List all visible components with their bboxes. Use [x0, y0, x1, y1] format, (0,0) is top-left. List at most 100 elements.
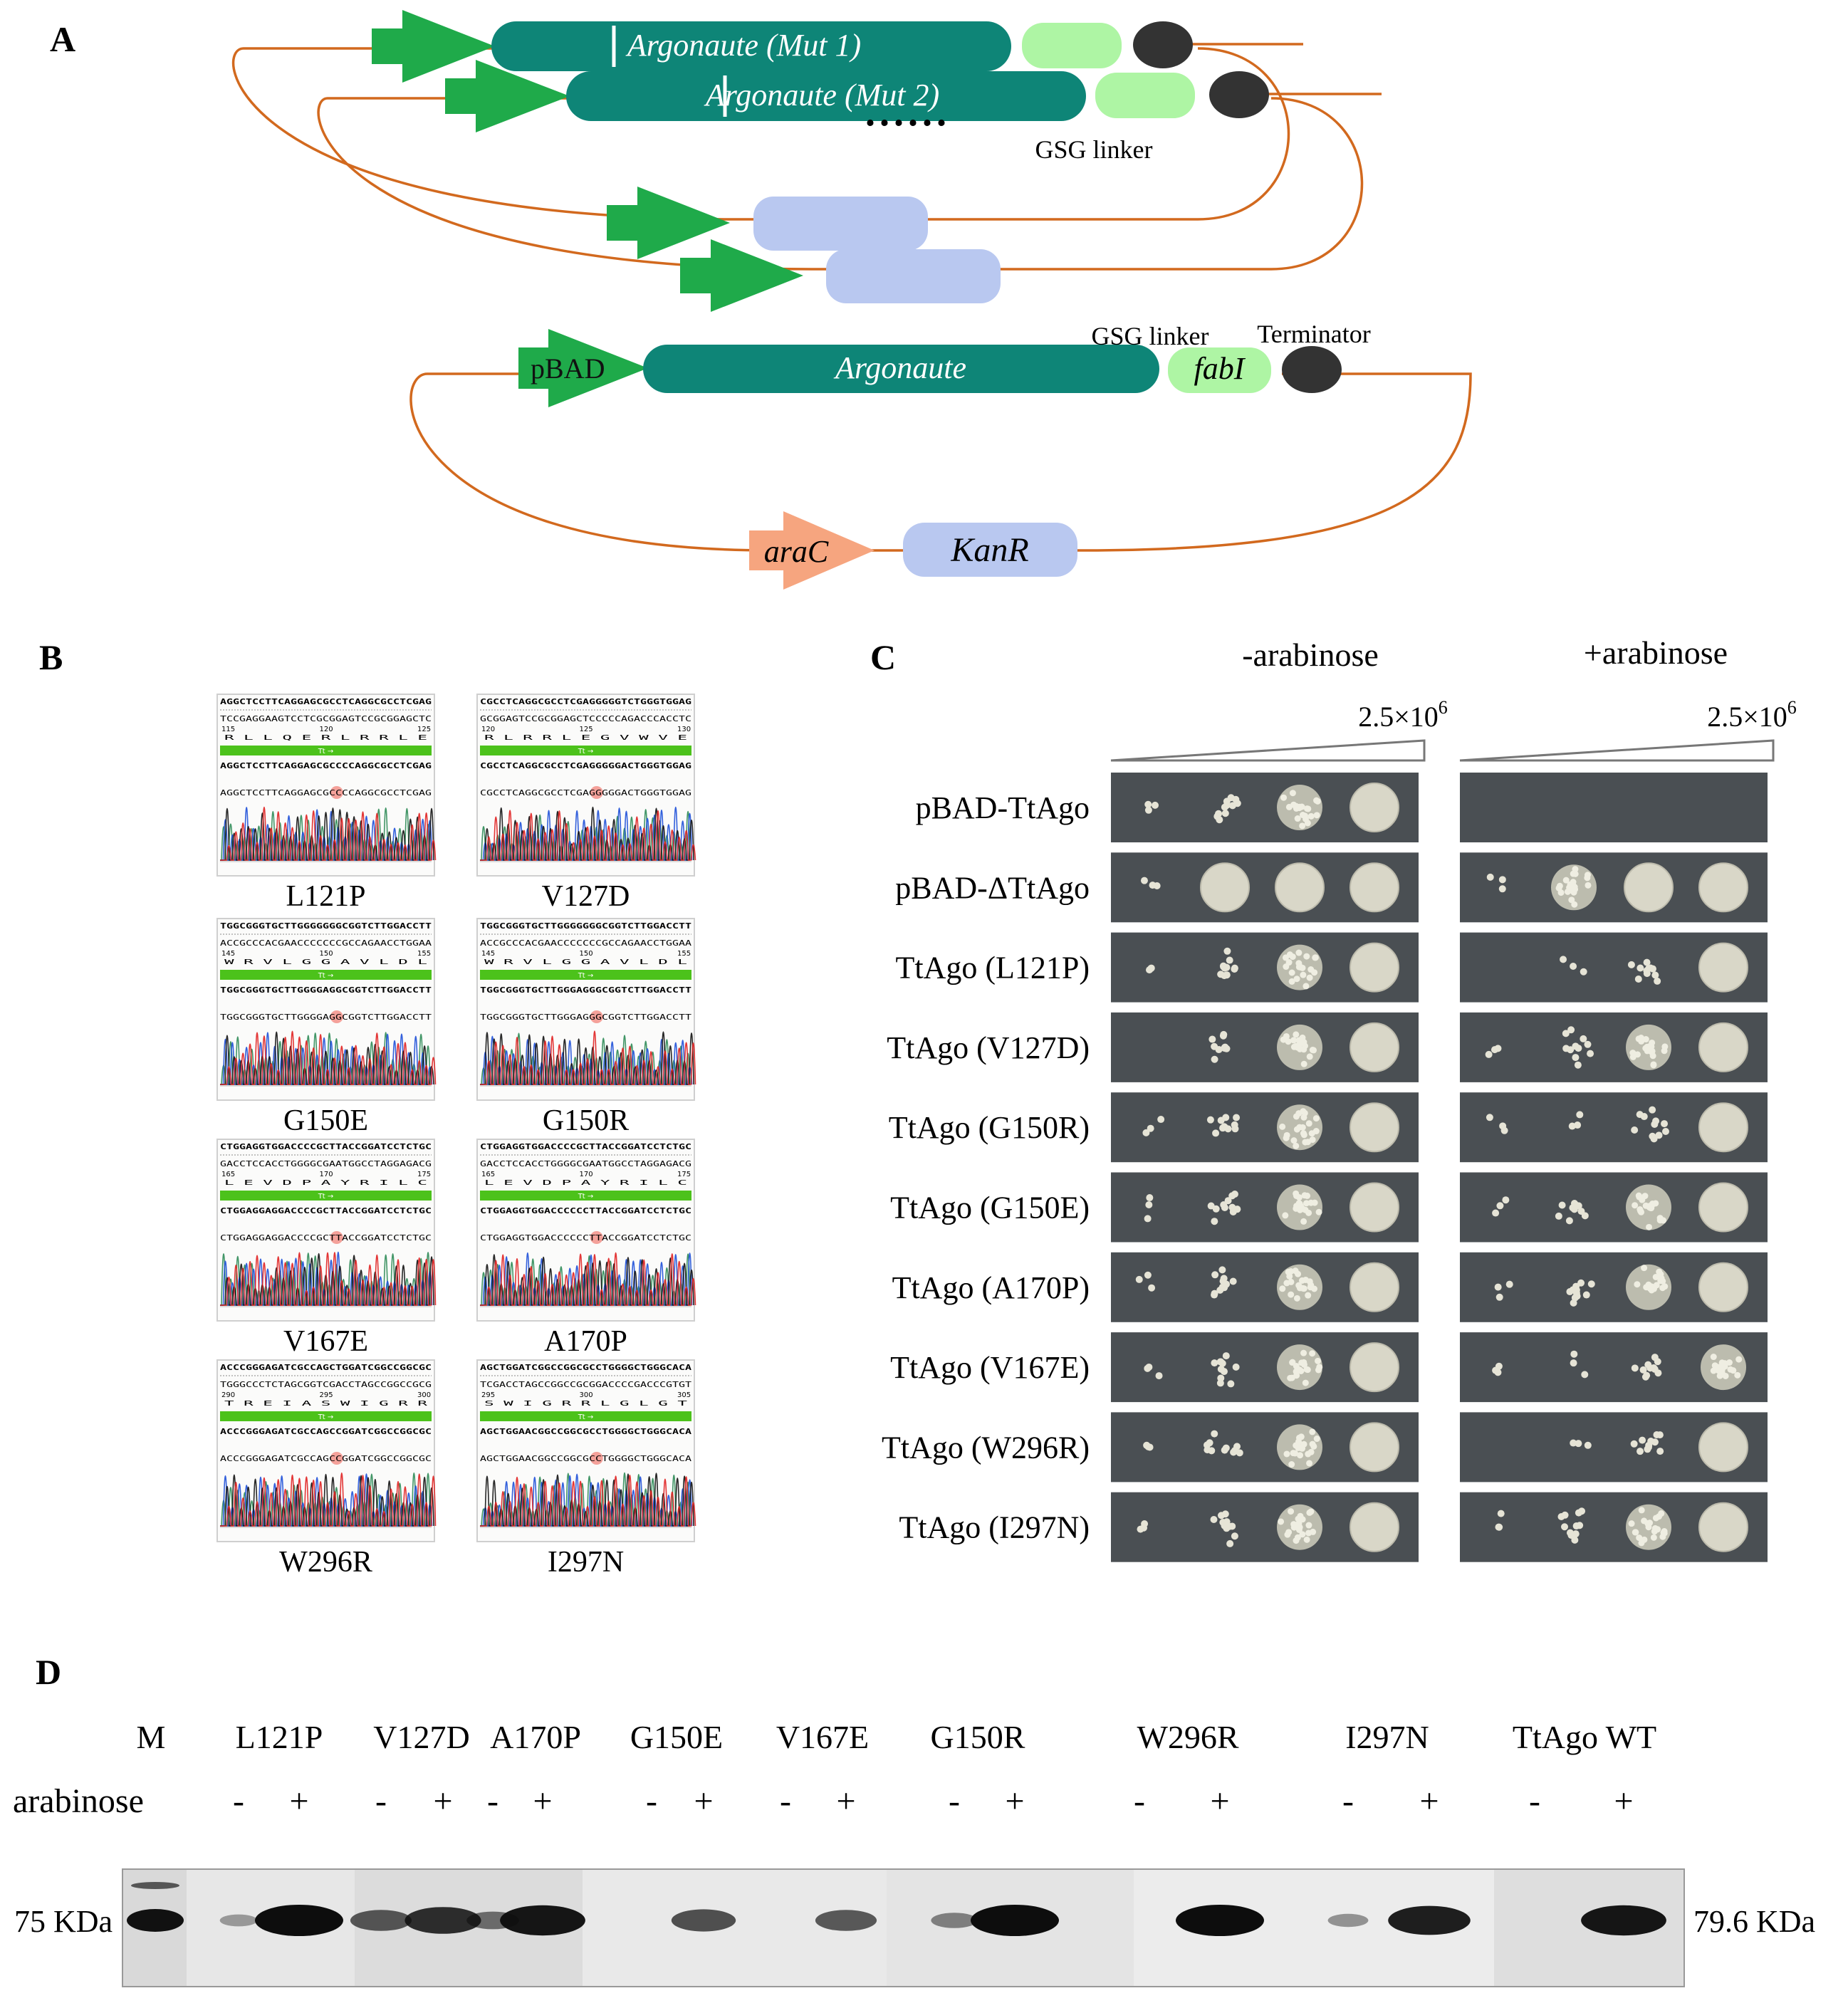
colony [1661, 1120, 1669, 1128]
colony [1636, 1448, 1644, 1455]
spot-lawn [1698, 942, 1748, 993]
colony [1300, 1218, 1307, 1225]
mutation-highlight [590, 786, 603, 799]
lane-plus-sign: + [289, 1782, 308, 1820]
colony [1492, 1366, 1500, 1374]
position-number: 120 [320, 726, 333, 733]
mutation-highlight [590, 1452, 603, 1465]
trace-line [480, 1252, 696, 1306]
colony [1656, 1448, 1664, 1455]
arac-pad [749, 530, 792, 570]
protein-band [931, 1913, 978, 1928]
construct-mut1: Argonaute (Mut 1) [372, 10, 1193, 83]
colony [1290, 1450, 1297, 1457]
colony [1219, 1032, 1227, 1040]
western-blot [122, 1868, 1685, 1987]
spot-lawn [1350, 1102, 1399, 1153]
colony [1217, 971, 1225, 978]
strain-label: pBAD-ΔTtAgo [895, 870, 1090, 905]
colony [1216, 816, 1223, 824]
spot-lawn [1698, 1502, 1748, 1552]
strain-label: TtAgo (G150E) [890, 1191, 1090, 1225]
ref-sequence: TGGCGGGTGCTTGGGGGGGCGGTCTTGGACCTT [480, 921, 692, 931]
amino-acids: L E V D P A Y R I L C [224, 1179, 427, 1187]
colony [1147, 1124, 1154, 1132]
feature-bar-label: Tt → [578, 972, 594, 980]
colony [1211, 1359, 1218, 1367]
colony [1647, 1438, 1655, 1445]
colony [1485, 1050, 1493, 1058]
chromatogram: CGCCTCAGGCGCCTCGAGGGGGTCTGGGTGGAGGCGGAGT… [476, 694, 696, 877]
position-number: 165 [221, 1171, 235, 1178]
kanr-block-2 [826, 249, 1001, 303]
colony [1730, 1367, 1737, 1374]
colony [1654, 1358, 1661, 1366]
colony [1306, 1460, 1313, 1467]
spot-lawn [1350, 1182, 1399, 1233]
colony [1211, 1430, 1218, 1438]
colony [1491, 1046, 1498, 1054]
colony [1306, 974, 1313, 981]
colony [1643, 1371, 1651, 1379]
kanr-block-1 [753, 197, 928, 251]
colony [1498, 876, 1506, 884]
backbone-features-upper [607, 187, 1001, 312]
position-number: 300 [580, 1391, 593, 1399]
read-sequence-2: CTGGAGGAGGACCCCGCTTACCGGATCCTCTGC [220, 1233, 432, 1243]
colony [1293, 1295, 1300, 1302]
colony [1283, 1032, 1290, 1040]
panel-label-a: A [50, 19, 75, 59]
colony [1652, 1117, 1660, 1125]
colony [1298, 1277, 1305, 1284]
trace-line [480, 1031, 694, 1085]
colony [1299, 1124, 1306, 1131]
mutation-highlight [330, 1231, 343, 1244]
colony [1572, 870, 1579, 877]
feature-bar [480, 746, 691, 755]
position-number: 170 [320, 1171, 333, 1178]
plate-minus [1111, 1172, 1419, 1243]
plate-plus [1460, 1092, 1768, 1163]
protein-band [1388, 1905, 1471, 1935]
complement-sequence: ACCGCCCACGAACCCCCCCGCCAGAACCTGGAA [480, 938, 692, 948]
dilution-wedge-minus [1110, 739, 1426, 762]
colony [1649, 1106, 1656, 1114]
colony [1314, 797, 1321, 805]
lane-group-label: G150E [630, 1719, 723, 1755]
colony [1644, 1361, 1652, 1369]
plate-plus [1460, 1172, 1768, 1243]
colony [1570, 885, 1577, 892]
position-number: 300 [417, 1391, 431, 1399]
argonaute-gene [643, 345, 1159, 393]
colony [1636, 964, 1644, 972]
colony [1300, 1114, 1307, 1121]
spot-lawn [1350, 942, 1399, 993]
colony [1298, 1359, 1305, 1366]
spot-lawn [1350, 862, 1399, 913]
colony [1221, 1124, 1228, 1131]
read-sequence-2: CGCCTCAGGCGCCTCGAGGGGGACTGGGTGGAG [480, 788, 691, 797]
colony [1288, 1278, 1295, 1285]
colony [1572, 1530, 1580, 1538]
plate-minus [1111, 773, 1419, 842]
position-number: 170 [580, 1171, 593, 1178]
protein-band [1327, 1913, 1369, 1928]
spot-lawn [1698, 1102, 1748, 1153]
colony [1288, 978, 1295, 985]
read-sequence: CTGGAGGAGGACCCCGCTTACCGGATCCTCTGC [220, 1206, 432, 1215]
terminator-label: Terminator [1257, 320, 1370, 348]
gene-mut2 [566, 71, 1086, 121]
strain-label: pBAD-TtAgo [916, 790, 1090, 825]
protein-band [671, 1909, 736, 1932]
colony [1233, 1114, 1241, 1121]
colony [1135, 1275, 1143, 1283]
colony [1212, 1129, 1220, 1137]
colony [1650, 1062, 1657, 1069]
colony [1303, 953, 1310, 960]
lane-group-label: W296R [1137, 1719, 1238, 1755]
colony [1282, 954, 1289, 961]
colony [1223, 1280, 1231, 1288]
colony [1206, 1116, 1214, 1124]
position-number: 150 [320, 950, 333, 958]
